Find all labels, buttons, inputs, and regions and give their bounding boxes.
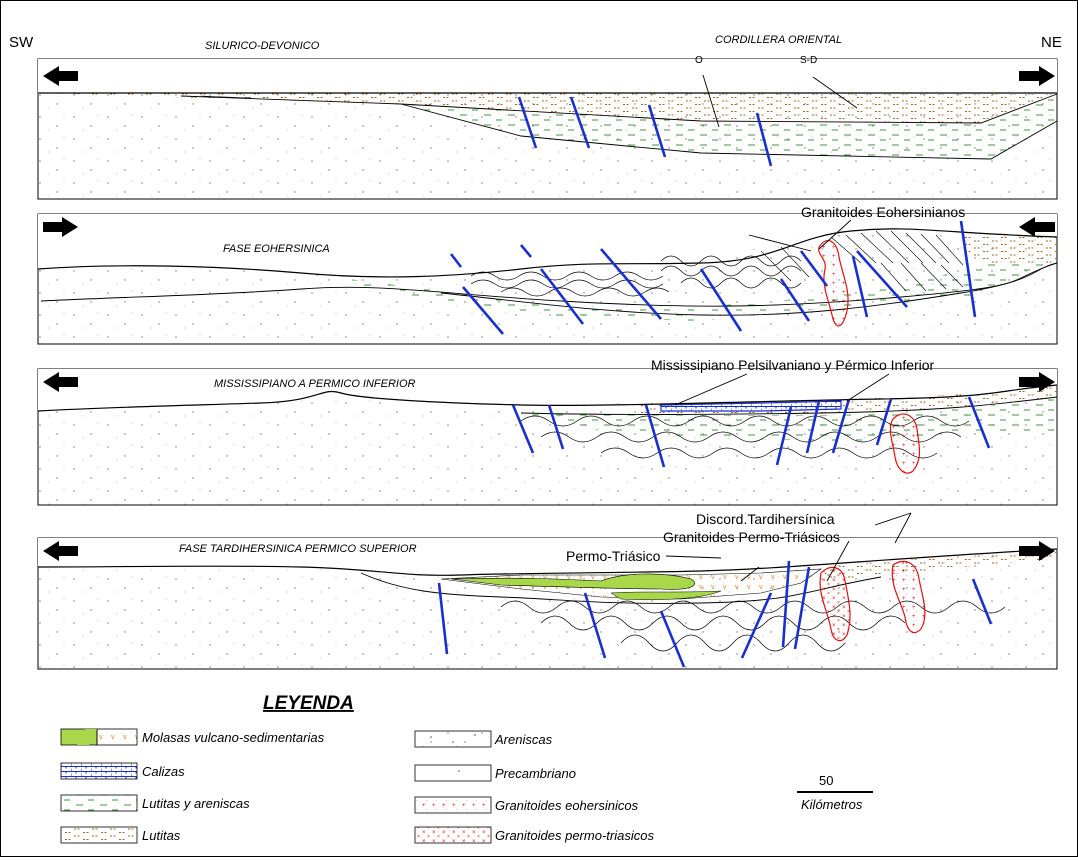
panel-title: FASE EOHERSINICA [223, 243, 330, 255]
panel-title: SILURICO-DEVONICO [205, 40, 320, 52]
granitoid-label: Granitoides Eohersinianos [801, 204, 965, 220]
unit-label-o: O [695, 55, 703, 66]
legend: LEYENDA Molasas vulcano-sedimentarias Ca… [61, 693, 654, 843]
permo-label: Permo-Triásico [566, 548, 661, 564]
panel-silurico-devonico: SILURICO-DEVONICO CORDILLERA ORIENTAL O … [38, 34, 1057, 199]
orientation-right: NE [1041, 34, 1062, 51]
panel-fase-tardihersinica: FASE TARDIHERSINICA PERMICO SUPERIOR Dis… [38, 511, 1057, 669]
legend-label: Lutitas y areniscas [142, 796, 250, 811]
panel-title: MISSISSIPIANO A PERMICO INFERIOR [214, 378, 416, 390]
scale-unit: Kilómetros [801, 797, 863, 812]
legend-item-areniscas: Areniscas [415, 731, 553, 747]
legend-item-granitoides-eo: Granitoides eohersinicos [415, 797, 639, 813]
legend-label: Granitoides permo-triasicos [495, 828, 654, 843]
legend-item-calizas: Calizas [61, 763, 185, 779]
orientation-left: SW [9, 34, 34, 51]
legend-label: Molasas vulcano-sedimentarias [142, 730, 325, 745]
legend-label: Areniscas [494, 732, 553, 747]
legend-item-molasas: Molasas vulcano-sedimentarias [61, 729, 325, 745]
scale-value: 50 [819, 773, 833, 788]
region-label: CORDILLERA ORIENTAL [715, 34, 842, 46]
legend-label: Granitoides eohersinicos [495, 798, 639, 813]
discordance-label: Discord.Tardihersínica [696, 511, 835, 527]
legend-item-precambriano: Precambriano [415, 765, 576, 781]
legend-item-lutitas: Lutitas [61, 827, 181, 843]
legend-item-granitoides-pt: Granitoides permo-triasicos [415, 827, 654, 843]
legend-item-lutitas-areniscas: Lutitas y areniscas [61, 795, 250, 811]
legend-label: Lutitas [142, 828, 181, 843]
legend-label: Calizas [142, 764, 185, 779]
panel-mississipiano: MISSISSIPIANO A PERMICO INFERIOR Mississ… [38, 357, 1057, 505]
legend-title: LEYENDA [263, 693, 354, 714]
unit-label-sd: S-D [800, 55, 817, 66]
legend-label: Precambriano [495, 766, 576, 781]
panel-fase-eohersinica: FASE EOHERSINICA Granitoides Eohersinian… [38, 204, 1057, 344]
scale-bar: 50 Kilómetros [797, 773, 873, 812]
granitoid-label: Granitoides Permo-Triásicos [663, 529, 840, 545]
panel-title: FASE TARDIHERSINICA PERMICO SUPERIOR [179, 543, 417, 555]
units-label: Mississipiano Pelsilvaniano y Pérmico In… [651, 357, 935, 373]
